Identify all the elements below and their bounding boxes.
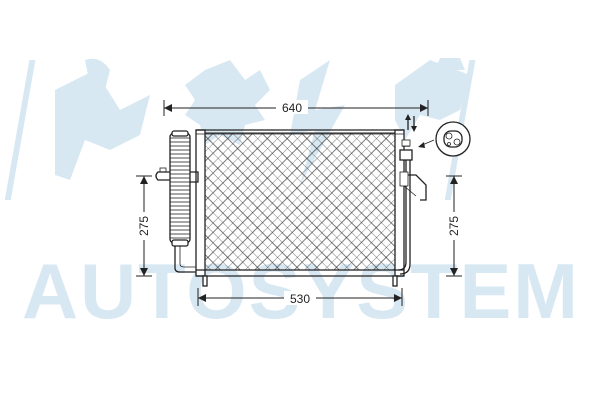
dimension-right-height: 275 xyxy=(446,175,462,277)
condenser-body xyxy=(155,114,435,287)
bottom-width-label: 530 xyxy=(290,292,310,306)
right-connection-block xyxy=(399,149,413,161)
dimension-bottom-width: 530 xyxy=(197,288,403,306)
left-height-label: 275 xyxy=(137,216,151,236)
right-height-label: 275 xyxy=(447,216,461,236)
top-width-label: 640 xyxy=(282,101,302,115)
condenser-core-crosshatch xyxy=(204,132,396,271)
connector-detail-icon xyxy=(435,121,471,157)
flow-direction-icon xyxy=(405,114,417,132)
bottom-right-bracket xyxy=(392,275,398,287)
right-vertical-pipe xyxy=(397,160,407,271)
dimension-top-width: 640 xyxy=(163,100,429,116)
left-side-tank xyxy=(195,129,206,277)
bottom-left-bracket xyxy=(202,275,208,287)
right-mounting-bracket xyxy=(404,174,427,201)
left-bottom-pipe xyxy=(174,246,196,273)
dimension-left-height: 275 xyxy=(136,175,152,277)
receiver-dryer xyxy=(169,132,191,244)
left-mounting-bracket xyxy=(155,171,170,181)
